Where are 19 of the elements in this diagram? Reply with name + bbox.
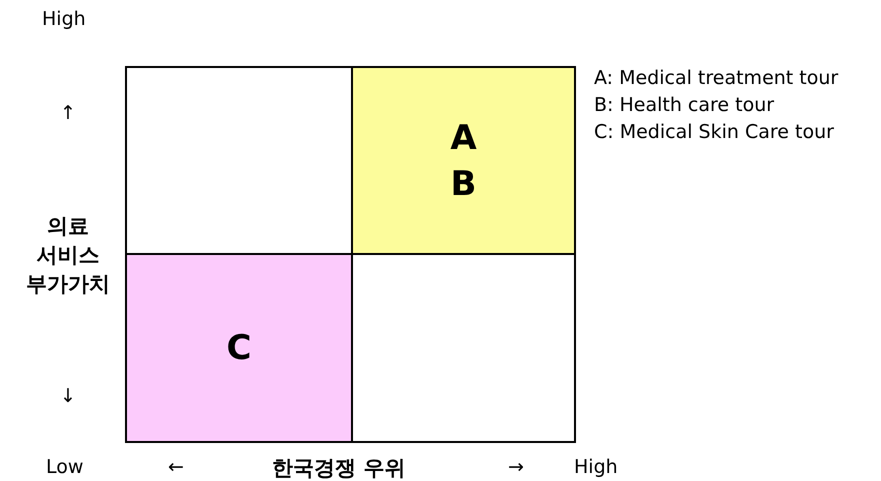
direction-arrow: → xyxy=(508,456,524,478)
axis-title: 한국경쟁 우위 xyxy=(272,455,406,481)
quadrant-letter: B xyxy=(450,162,476,206)
direction-arrow: ↑ xyxy=(60,102,76,124)
direction-arrow: ↓ xyxy=(60,385,76,407)
quadrant-letter: A xyxy=(450,116,477,160)
direction-arrow: ← xyxy=(168,456,184,478)
quadrant-box xyxy=(125,66,353,255)
axis-end-label: Low xyxy=(46,456,84,478)
legend-text: B: Health care tour xyxy=(594,94,774,116)
axis-end-label: High xyxy=(42,8,86,30)
legend-text: C: Medical Skin Care tour xyxy=(594,121,834,143)
quadrant-box xyxy=(351,253,576,443)
quadrant-box xyxy=(351,66,576,255)
axis-end-label: High xyxy=(574,456,618,478)
quadrant-box xyxy=(125,253,353,443)
axis-title: 의료 서비스 부가가치 xyxy=(25,213,111,298)
legend-text: A: Medical treatment tour xyxy=(594,67,838,89)
quadrant-letter: C xyxy=(226,327,252,370)
